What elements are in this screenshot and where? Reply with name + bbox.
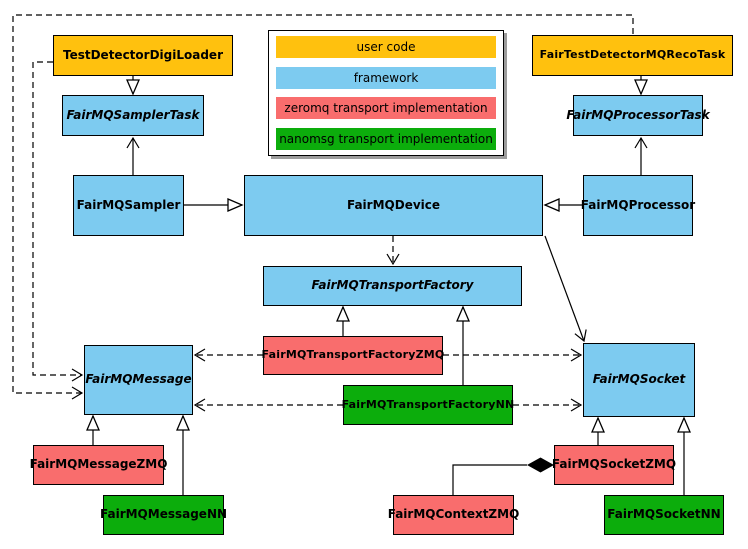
node-fairmqprocessor: FairMQProcessor (581, 175, 695, 236)
node-fairmqprocessortask: FairMQProcessorTask (566, 95, 710, 136)
node-fairmqdevice: FairMQDevice (244, 175, 543, 236)
node-fairtestdetectormqrecotask: FairTestDetectorMQRecoTask (532, 35, 733, 76)
legend-item-user-code: user code (276, 36, 496, 58)
node-fairmqcontextzmq: FairMQContextZMQ (388, 495, 519, 535)
node-fairmqsocketzmq: FairMQSocketZMQ (552, 445, 676, 485)
node-fairmqsampler: FairMQSampler (73, 175, 184, 236)
node-fairmqsamplertask: FairMQSamplerTask (62, 95, 204, 136)
legend-box: user code framework zeromq transport imp… (268, 30, 504, 156)
node-fairmqsocketnn: FairMQSocketNN (604, 495, 724, 535)
legend-item-nanomsg: nanomsg transport implementation (276, 127, 496, 150)
node-fairmqmessagezmq: FairMQMessageZMQ (30, 445, 167, 485)
edge-contextzmq-composed-socketzmq (452, 464, 527, 495)
composition-diamond-icon (527, 457, 554, 473)
node-fairmqtransportfactorynn: FairMQTransportFactoryNN (342, 385, 514, 425)
node-fairmqtransportfactory: FairMQTransportFactory (263, 266, 522, 306)
legend-item-framework: framework (276, 66, 496, 89)
edge-device-uses-socket (544, 235, 587, 343)
node-testdetectordigiloader: TestDetectorDigiLoader (53, 35, 233, 76)
node-fairmqmessage: FairMQMessage (84, 345, 193, 415)
node-fairmqtransportfactoryzmq: FairMQTransportFactoryZMQ (262, 336, 444, 375)
legend-item-zeromq: zeromq transport implementation (276, 97, 496, 120)
node-fairmqmessagenn: FairMQMessageNN (100, 495, 227, 535)
node-fairmqsocket: FairMQSocket (583, 343, 695, 417)
